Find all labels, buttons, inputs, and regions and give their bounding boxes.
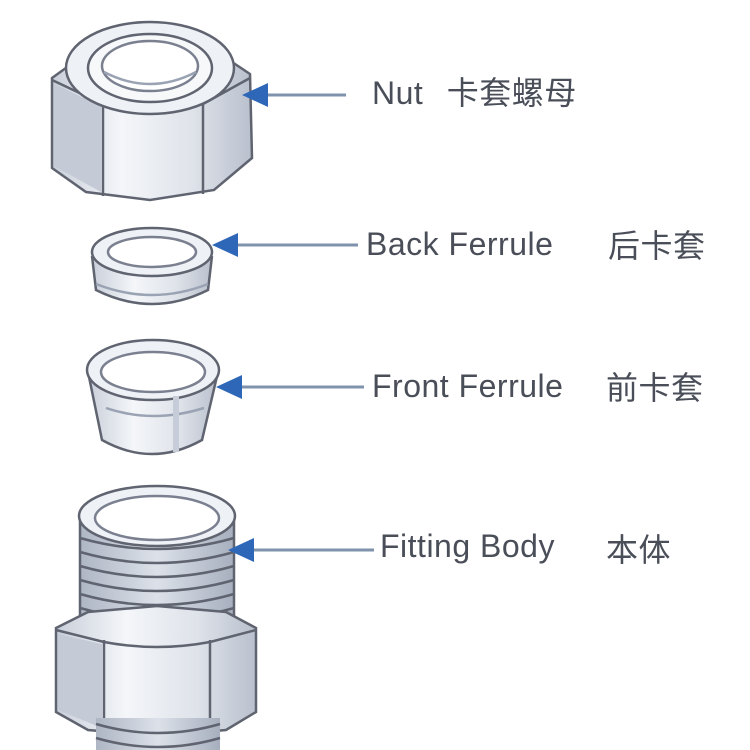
nut-label: Nut 卡套螺母 — [372, 77, 577, 109]
leader-arrows — [212, 83, 374, 562]
nut-label-cn: 卡套螺母 — [446, 74, 577, 112]
front-ferrule-icon — [85, 338, 221, 456]
back-ferrule-label-en: Back Ferrule — [366, 226, 554, 262]
back-ferrule-icon — [90, 226, 214, 306]
fitting-body-label-en: Fitting Body — [380, 528, 555, 564]
front-ferrule-label-en: Front Ferrule — [372, 368, 564, 404]
nut-label-en: Nut — [372, 75, 424, 111]
back-ferrule-label-cn: 后卡套 — [608, 227, 706, 265]
front-ferrule-label-cn: 前卡套 — [606, 369, 704, 407]
fitting-body-label-cn: 本体 — [606, 531, 672, 569]
hex-nut-icon — [50, 20, 254, 202]
fitting-body-icon — [54, 484, 258, 750]
